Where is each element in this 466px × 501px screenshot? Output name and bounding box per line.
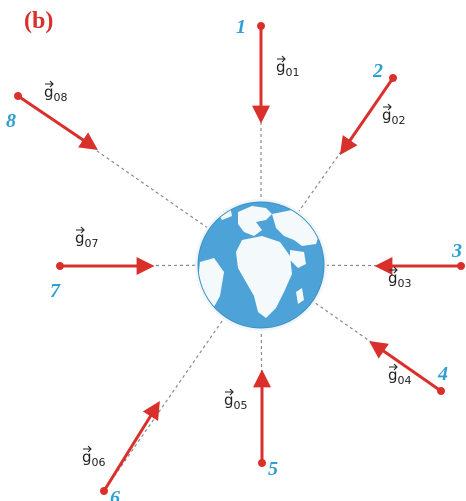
point-dot-3 [457, 262, 465, 270]
vector-label-03: g03 [388, 267, 412, 290]
point-number-2: 2 [372, 60, 383, 82]
gravity-vector-06 [104, 404, 158, 491]
point-number-3: 3 [451, 240, 462, 262]
point-dot-7 [56, 262, 64, 270]
point-dot-8 [14, 92, 22, 100]
point-number-6: 6 [110, 487, 120, 501]
vector-label-07: g07 [75, 227, 99, 250]
vector-label-text: g08 [44, 83, 68, 104]
point-dot-6 [100, 487, 108, 495]
point-dot-5 [258, 459, 266, 467]
vector-label-text: g03 [388, 269, 412, 290]
earth-globe-icon [195, 199, 327, 331]
vector-label-05: g05 [224, 389, 248, 412]
vector-label-text: g01 [276, 58, 300, 79]
vector-label-08: g08 [44, 81, 68, 104]
vector-label-text: g07 [75, 229, 99, 250]
vector-label-06: g06 [82, 446, 106, 469]
vector-label-01: g01 [276, 56, 300, 79]
point-dot-1 [257, 22, 265, 30]
vector-label-text: g05 [224, 391, 248, 412]
point-number-4: 4 [437, 363, 448, 385]
point-number-8: 8 [6, 110, 16, 132]
point-dot-4 [437, 387, 445, 395]
point-number-7: 7 [50, 280, 61, 302]
panel-label: (b) [24, 8, 53, 34]
point-dot-2 [389, 74, 397, 82]
vector-label-02: g02 [382, 104, 406, 127]
vector-label-text: g02 [382, 106, 406, 127]
point-number-5: 5 [268, 458, 278, 480]
point-number-1: 1 [236, 16, 246, 38]
vector-label-text: g06 [82, 448, 106, 469]
